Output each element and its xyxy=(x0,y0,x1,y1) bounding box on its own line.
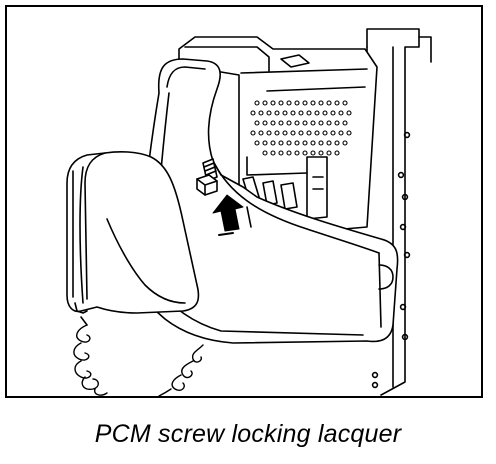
pcm-unit-housing xyxy=(178,36,378,236)
figure-caption: PCM screw locking lacquer xyxy=(94,420,402,448)
figure-frame xyxy=(5,5,483,398)
arrow-up-icon xyxy=(212,194,244,236)
vent-grid xyxy=(250,100,352,156)
handset xyxy=(66,151,200,326)
screw-icon xyxy=(196,158,218,196)
pcm-technical-illustration xyxy=(66,28,432,396)
cover-handle-assembly xyxy=(137,58,399,344)
coiled-cord xyxy=(73,324,204,396)
